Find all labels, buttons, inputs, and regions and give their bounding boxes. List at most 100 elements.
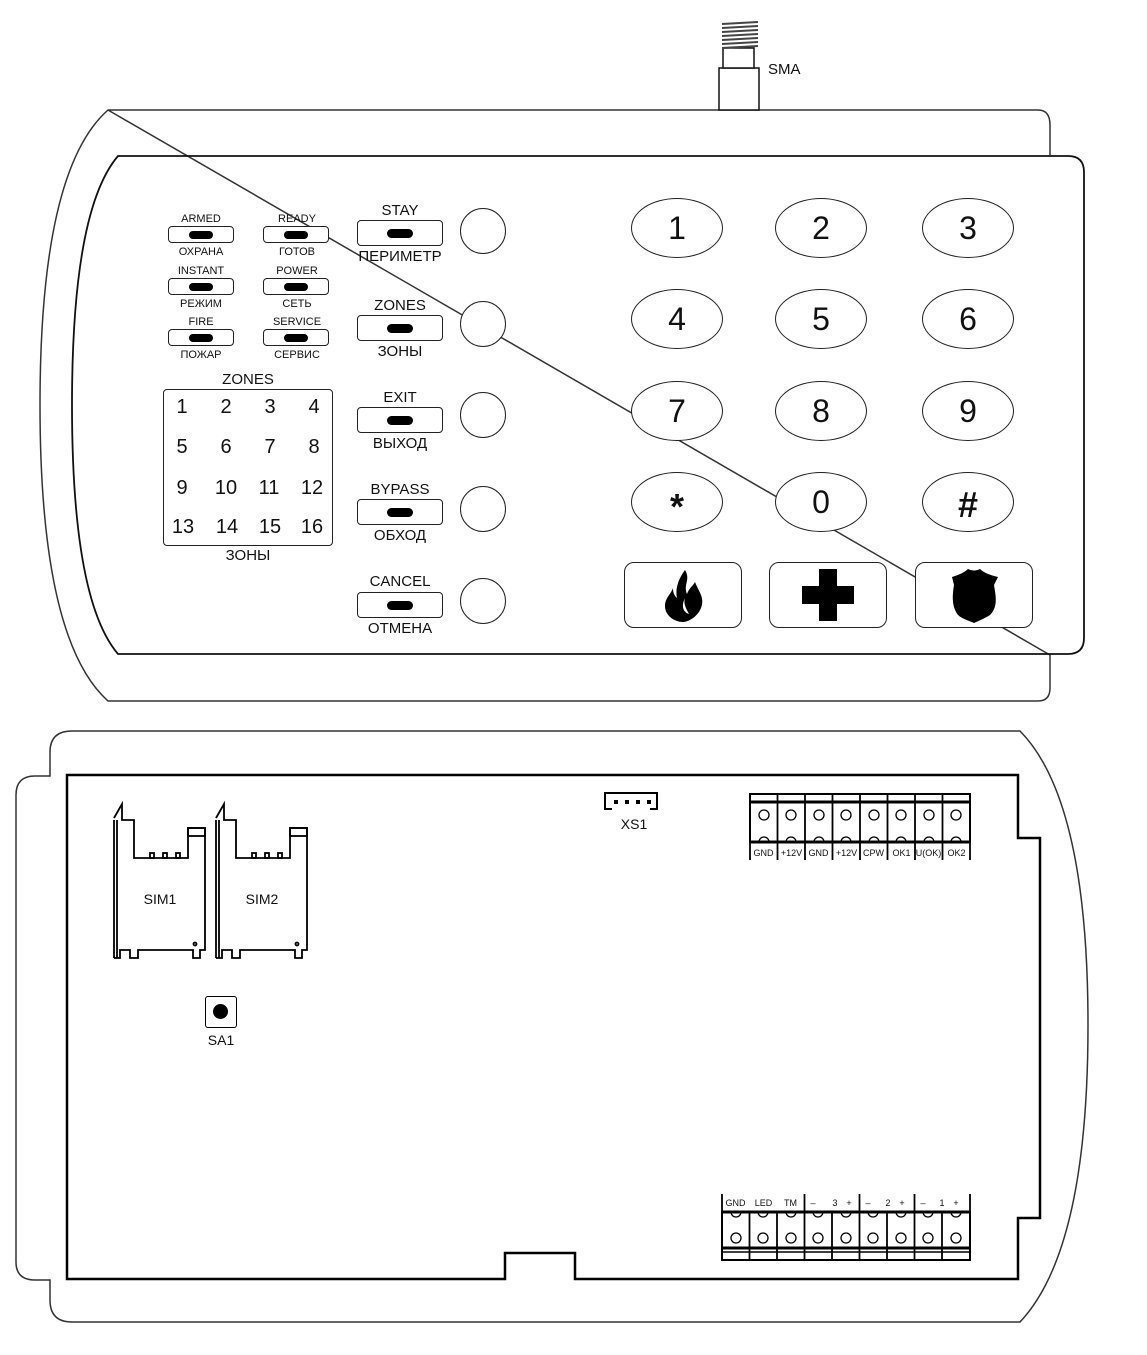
zone-15: 15 <box>258 516 282 538</box>
cancel-button[interactable] <box>460 578 506 624</box>
sma-antenna-connector <box>719 20 759 110</box>
led-indicator <box>263 329 329 346</box>
terminal-zone2-minus: – <box>865 1198 871 1208</box>
led-lamp <box>189 333 213 342</box>
terminal-u-ok: U(OK) <box>915 848 942 858</box>
bottom-terminal-block <box>721 1194 971 1261</box>
led-lamp <box>387 228 413 238</box>
led-top-label: FIRE <box>188 316 214 328</box>
terminal-gnd: GND <box>725 1198 746 1208</box>
stay-button[interactable] <box>460 208 506 254</box>
function-led <box>357 499 443 525</box>
led-lamp <box>189 282 213 291</box>
led-lamp <box>387 507 413 517</box>
terminal-zone2-plus: + <box>899 1198 905 1208</box>
terminal-gnd-2: GND <box>808 848 829 858</box>
led-bottom-label: РЕЖИМ <box>180 298 222 310</box>
zones-subtitle: ЗОНЫ <box>225 547 271 564</box>
medical-alarm-button[interactable] <box>769 562 887 628</box>
terminal-zone3-plus: + <box>846 1198 852 1208</box>
function-led <box>357 220 443 246</box>
terminal-12v-1: +12V <box>780 848 803 858</box>
terminal-cpw: CPW <box>863 848 884 858</box>
zone-12: 12 <box>300 477 324 499</box>
key-9[interactable]: 9 <box>922 381 1014 441</box>
terminal-zone3-label: 3 <box>832 1198 838 1208</box>
zone-6: 6 <box>220 436 232 458</box>
led-bottom-label: СЕТЬ <box>282 298 312 310</box>
key-6[interactable]: 6 <box>922 289 1014 349</box>
police-shield-icon <box>952 569 998 623</box>
led-indicator <box>168 278 234 295</box>
key-4[interactable]: 4 <box>631 289 723 349</box>
zone-16: 16 <box>300 516 324 538</box>
key-1[interactable]: 1 <box>631 198 723 258</box>
key-7[interactable]: 7 <box>631 381 723 441</box>
key-2[interactable]: 2 <box>775 198 867 258</box>
function-bottom-label: ВЫХОД <box>372 435 428 452</box>
led-bottom-label: ПОЖАР <box>180 349 222 361</box>
sim2-slot: SIM2 <box>245 891 279 907</box>
terminal-zone1-label: 1 <box>939 1198 945 1208</box>
led-lamp <box>189 230 213 239</box>
led-lamp <box>284 282 308 291</box>
terminal-ok2: OK2 <box>947 848 966 858</box>
sim-holders-drawing <box>113 800 308 959</box>
terminal-tm: TM <box>784 1198 797 1208</box>
terminal-zone1-minus: – <box>920 1198 926 1208</box>
led-top-label: READY <box>278 213 316 225</box>
zone-9: 9 <box>176 477 188 499</box>
exit-button[interactable] <box>460 392 506 438</box>
zone-2: 2 <box>220 396 232 418</box>
terminal-zone3-minus: – <box>810 1198 816 1208</box>
sa1-label: SA1 <box>207 1032 235 1048</box>
function-bottom-label: ОТМЕНА <box>367 620 433 637</box>
terminal-gnd-1: GND <box>753 848 774 858</box>
terminal-led: LED <box>754 1198 773 1208</box>
function-top-label: BYPASS <box>370 481 430 498</box>
police-alarm-button[interactable] <box>915 562 1033 628</box>
function-led <box>357 315 443 341</box>
led-indicator <box>263 226 329 243</box>
led-bottom-label: СЕРВИС <box>274 349 320 361</box>
zone-7: 7 <box>264 436 276 458</box>
led-top-label: INSTANT <box>177 265 225 277</box>
function-top-label: STAY <box>381 202 419 219</box>
key-hash[interactable]: # <box>922 472 1014 532</box>
sa1-button[interactable] <box>205 996 237 1028</box>
key-5[interactable]: 5 <box>775 289 867 349</box>
key-8[interactable]: 8 <box>775 381 867 441</box>
terminal-zone1-plus: + <box>953 1198 959 1208</box>
key-0[interactable]: 0 <box>775 472 867 532</box>
terminal-12v-2: +12V <box>835 848 858 858</box>
led-lamp <box>387 323 413 333</box>
zone-1: 1 <box>176 396 188 418</box>
zone-4: 4 <box>308 396 320 418</box>
led-top-label: SERVICE <box>272 316 322 328</box>
function-led <box>357 407 443 433</box>
zones-button[interactable] <box>460 301 506 347</box>
button-knob-icon <box>213 1004 228 1019</box>
fire-icon <box>665 570 703 622</box>
led-bottom-label: ГОТОВ <box>278 246 315 258</box>
xs1-label: XS1 <box>620 816 648 832</box>
zone-11: 11 <box>258 477 280 499</box>
key-star[interactable]: * <box>631 472 723 532</box>
sma-label: SMA <box>768 61 801 78</box>
zone-13: 13 <box>171 516 195 538</box>
function-bottom-label: ПЕРИМЕТР <box>358 248 442 265</box>
zones-title: ZONES <box>222 371 274 388</box>
top-terminal-block <box>749 793 971 860</box>
sim1-slot: SIM1 <box>143 891 177 907</box>
led-indicator <box>168 329 234 346</box>
led-lamp <box>387 415 413 425</box>
key-3[interactable]: 3 <box>922 198 1014 258</box>
zones-indicator-panel: 1 2 3 4 5 6 7 8 9 10 11 12 13 14 15 16 <box>163 389 333 546</box>
function-bottom-label: ЗОНЫ <box>377 343 423 360</box>
bypass-button[interactable] <box>460 486 506 532</box>
function-led <box>357 592 443 618</box>
led-indicator <box>168 226 234 243</box>
fire-alarm-button[interactable] <box>624 562 742 628</box>
zone-8: 8 <box>308 436 320 458</box>
